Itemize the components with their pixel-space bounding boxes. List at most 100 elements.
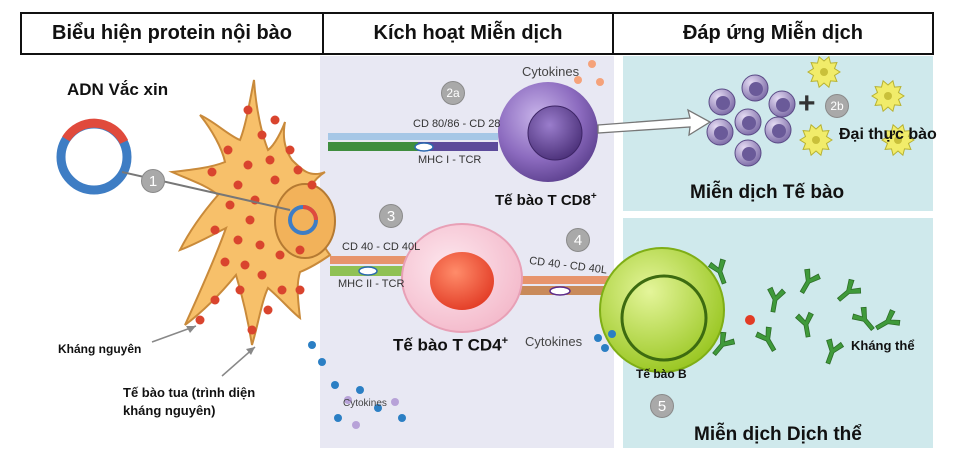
antigen-dot	[295, 285, 305, 295]
cytokine-dot	[588, 60, 596, 68]
header-immune-response: Đáp ứng Miễn dịch	[612, 12, 934, 55]
cd8-superscript: +	[590, 191, 597, 202]
antigen-dot	[307, 180, 317, 190]
antigen-dots	[195, 105, 317, 335]
step-2a: 2a	[441, 81, 465, 105]
cytokine-dot	[356, 386, 364, 394]
antigen-dot	[235, 285, 245, 295]
cd4-superscript: +	[501, 335, 509, 347]
b-antigen-red	[745, 315, 755, 325]
antibody-y	[767, 286, 786, 313]
strip-mhc2-a	[330, 266, 435, 276]
label-mhc1-tcr: MHC I - TCR	[418, 154, 482, 166]
cytotoxic-cells	[706, 74, 796, 167]
antigen-dot	[277, 285, 287, 295]
step-4: 4	[566, 228, 590, 252]
macrophages	[799, 55, 915, 157]
antibody-shape	[875, 309, 901, 331]
antigen-dot	[257, 270, 267, 280]
antigen-dot	[220, 257, 230, 267]
label-dna-vaccine: ADN Vắc xin	[67, 80, 169, 99]
strip-cd40-b	[505, 276, 645, 284]
antigen-dot	[255, 240, 265, 250]
antibody-y	[851, 306, 875, 332]
cd4-nucleus	[430, 252, 494, 310]
antibody-shape	[712, 331, 736, 357]
b-cell	[599, 247, 725, 373]
cytokine-dot	[574, 76, 582, 84]
cytokine-dot	[331, 381, 339, 389]
cytotoxic-cell-nucleus	[749, 82, 763, 96]
macrophage-nucleus	[820, 68, 828, 76]
cd8-arrow	[597, 108, 712, 137]
cytokine-dot	[601, 344, 609, 352]
label-antigen: Kháng nguyên	[58, 342, 142, 356]
cytotoxic-cell-nucleus	[714, 126, 728, 140]
antigen-dot	[243, 160, 253, 170]
step-1: 1	[141, 169, 165, 193]
header-immune-activation: Kích hoạt Miễn dịch	[322, 12, 614, 55]
cytotoxic-cell-nucleus	[772, 124, 786, 138]
cd8-nucleus	[527, 105, 583, 161]
antibody-shape	[825, 338, 845, 365]
cytotoxic-cell-nucleus	[776, 98, 790, 112]
antigen-pointer-head	[186, 326, 196, 333]
dendritic-pointer-head	[246, 347, 255, 355]
antigen-dot	[233, 235, 243, 245]
step-5: 5	[650, 394, 674, 418]
cd4-cell-text: Tế bào T CD4	[393, 335, 502, 355]
antigen-dot	[233, 180, 243, 190]
header-protein-expression: Biểu hiện protein nội bào	[20, 12, 324, 55]
antibody-y	[707, 258, 727, 285]
label-plus: +	[798, 87, 816, 120]
dendritic-nucleus	[274, 183, 336, 259]
label-mhc2-tcr: MHC II - TCR	[338, 278, 405, 290]
plasmid-red	[62, 118, 129, 145]
macrophage-nucleus	[894, 136, 902, 144]
macrophage-nucleus	[812, 136, 820, 144]
antigen-dot	[195, 315, 205, 325]
antigen-dot	[243, 105, 253, 115]
step-2b: 2b	[825, 94, 849, 118]
antibody-y	[875, 309, 901, 331]
label-cd40-a: CD 40 - CD 40L	[342, 241, 421, 253]
label-cd4-cell: Tế bào T CD4+	[393, 335, 508, 356]
macrophage-nucleus	[884, 92, 892, 100]
label-cytokines-bottom: Cytokines	[343, 398, 387, 409]
step-3: 3	[379, 204, 403, 228]
cytokine-dot	[391, 398, 399, 406]
cytotoxic-cell-nucleus	[742, 147, 756, 161]
antigen-dot	[210, 225, 220, 235]
antigen-dot	[270, 115, 280, 125]
antigen-dot	[270, 175, 280, 185]
antibody-shape	[836, 278, 862, 302]
plasmid-inside-red	[302, 205, 318, 221]
antibody-y	[799, 268, 821, 294]
b-nucleus	[620, 274, 708, 362]
strip-mhc1-b	[418, 142, 498, 151]
cytotoxic-cell-nucleus	[742, 116, 756, 130]
antigen-dot	[295, 245, 305, 255]
cytokine-dot	[374, 404, 382, 412]
cytokine-dot	[596, 78, 604, 86]
cytokine-dot	[352, 421, 360, 429]
antigen-dot	[240, 260, 250, 270]
antibody-y	[755, 326, 777, 352]
antibody-shape	[799, 268, 821, 294]
antigen-dot	[285, 145, 295, 155]
cytokine-dot	[334, 414, 342, 422]
antigen-dot	[207, 167, 217, 177]
cytokine-dots	[308, 60, 616, 429]
cytokine-dot	[308, 341, 316, 349]
antibody-y	[795, 311, 814, 338]
cytotoxic-cell-nucleus	[716, 96, 730, 110]
antibodies	[707, 258, 901, 365]
label-b-cell: Tế bào B	[636, 367, 687, 381]
antigen-dot	[245, 215, 255, 225]
label-dendritic-line1: Tế bào tua (trình diện	[123, 385, 256, 400]
antibody-shape	[755, 326, 777, 352]
label-cd8-cell: Tế bào T CD8+	[495, 191, 597, 209]
antigen-dot	[275, 250, 285, 260]
